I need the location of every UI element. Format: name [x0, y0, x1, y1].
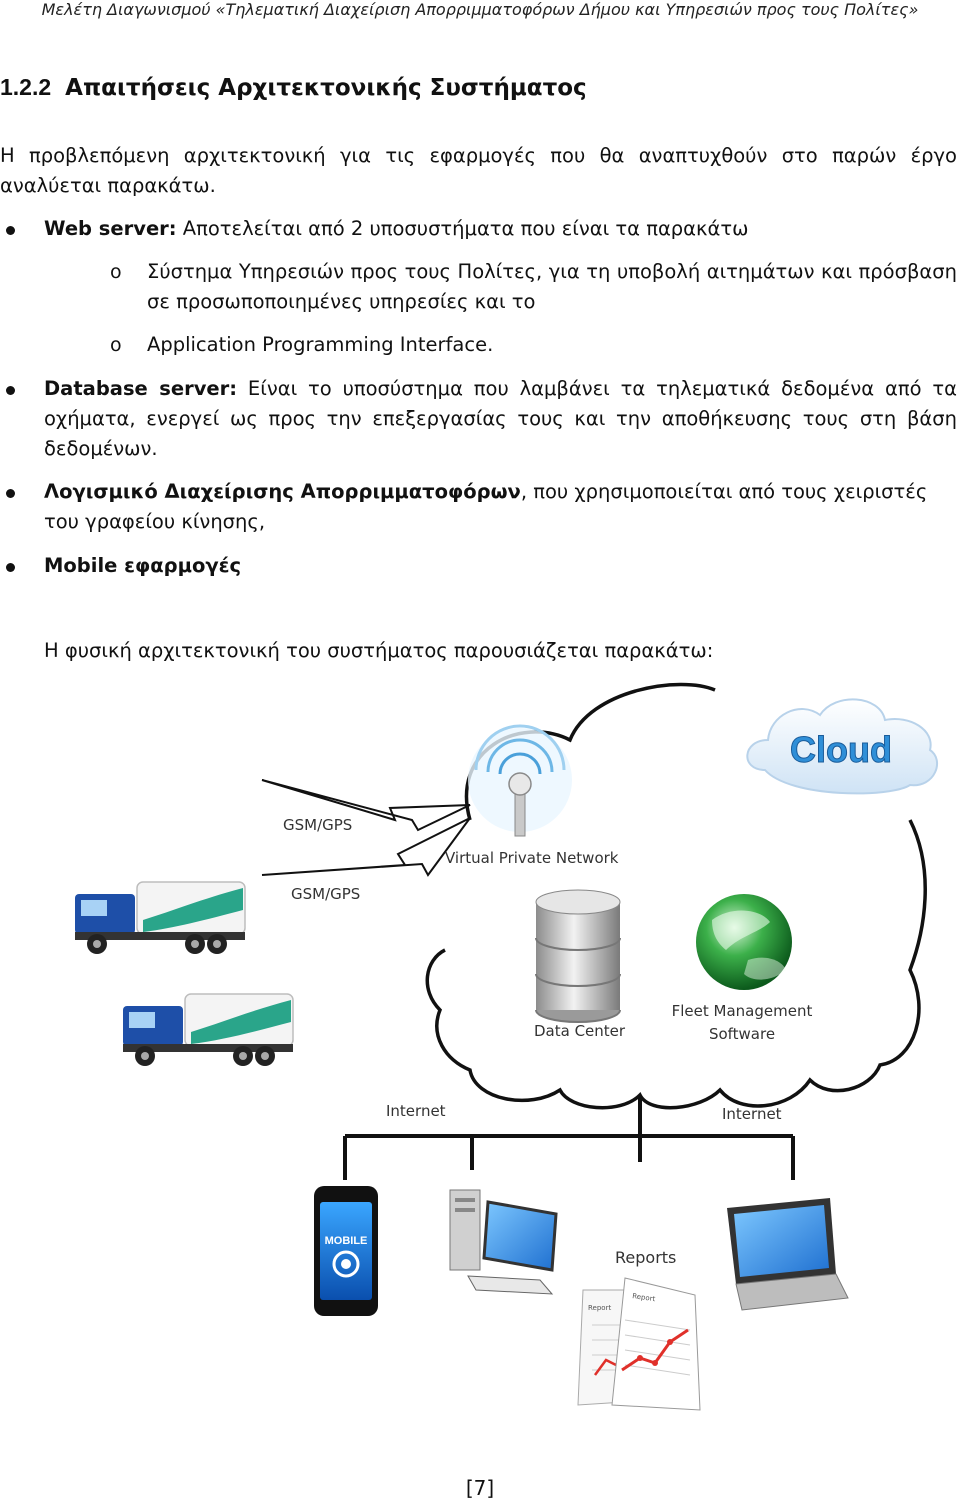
section-number: 1.2.2 — [0, 74, 52, 100]
laptop-icon — [727, 1198, 849, 1311]
mobile-label: MOBILE — [325, 1235, 368, 1247]
bullet-dot — [6, 489, 15, 498]
bullet-text: Mobile εφαρμογές — [44, 554, 242, 577]
bullet-text: Web server: Αποτελείται από 2 υποσυστήμα… — [44, 217, 749, 240]
globe-icon — [696, 894, 792, 990]
section-heading: Απαιτήσεις Αρχιτεκτονικής Συστήματος — [65, 75, 587, 101]
physical-architecture-intro: Η φυσική αρχιτεκτονική του συστήματος πα… — [44, 639, 714, 662]
gsm-signal-arrow — [261, 779, 471, 832]
vpn-label: Virtual Private Network — [445, 849, 619, 867]
network-lines — [343, 1095, 795, 1180]
cloud-badge: Cloud — [746, 698, 939, 795]
subitem-text: Application Programming Interface. — [147, 333, 494, 356]
wireless-antenna-icon — [468, 724, 572, 837]
bullet-text: Database server: Είναι το υποσύστημα που… — [44, 377, 957, 460]
report-doc-label: Report — [632, 1292, 656, 1303]
reports-label: Reports — [615, 1248, 676, 1267]
subitem-marker: o — [110, 261, 122, 283]
intro-paragraph: Η προβλεπόμενη αρχιτεκτονική για τις εφα… — [0, 144, 957, 197]
garbage-truck-icon — [123, 993, 294, 1066]
fleet-label-line2: Software — [709, 1025, 775, 1043]
cloud-badge-label: Cloud — [790, 729, 892, 770]
fleet-label-line1: Fleet Management — [672, 1002, 813, 1020]
bullet-dot — [6, 563, 15, 572]
subitem-marker: o — [110, 334, 122, 356]
bullet-text: Λογισμικό Διαχείρισης Απορριμματοφόρων, … — [44, 480, 928, 533]
internet-label-left: Internet — [386, 1102, 446, 1120]
bullet-dot — [6, 386, 15, 395]
garbage-truck-icon — [75, 881, 246, 954]
subitem-text: Σύστημα Υπηρεσιών προς τους Πολίτες, για… — [147, 260, 957, 313]
data-center-label: Data Center — [534, 1022, 626, 1040]
gsm-label-top: GSM/GPS — [283, 816, 352, 834]
section-title: 1.2.2 Απαιτήσεις Αρχιτεκτονικής Συστήματο… — [0, 74, 587, 101]
mobile-phone-icon: MOBILE — [314, 1186, 378, 1316]
report-doc-label: Report — [588, 1304, 611, 1312]
internet-label-right: Internet — [722, 1105, 782, 1123]
architecture-diagram: Cloud GSM/GPS GSM/GPS Virtual Private Ne… — [75, 682, 939, 1411]
gsm-label-bottom: GSM/GPS — [291, 885, 360, 903]
page-number: [7] — [465, 1476, 495, 1500]
report-document-icon: Report Report — [577, 1277, 701, 1411]
bullet-dot — [6, 226, 15, 235]
page-header: Μελέτη Διαγωνισμού «Τηλεματική Διαχείρισ… — [41, 0, 919, 19]
gsm-signal-arrow — [261, 817, 471, 877]
database-icon — [535, 889, 621, 1023]
desktop-computer-icon — [449, 1189, 558, 1295]
